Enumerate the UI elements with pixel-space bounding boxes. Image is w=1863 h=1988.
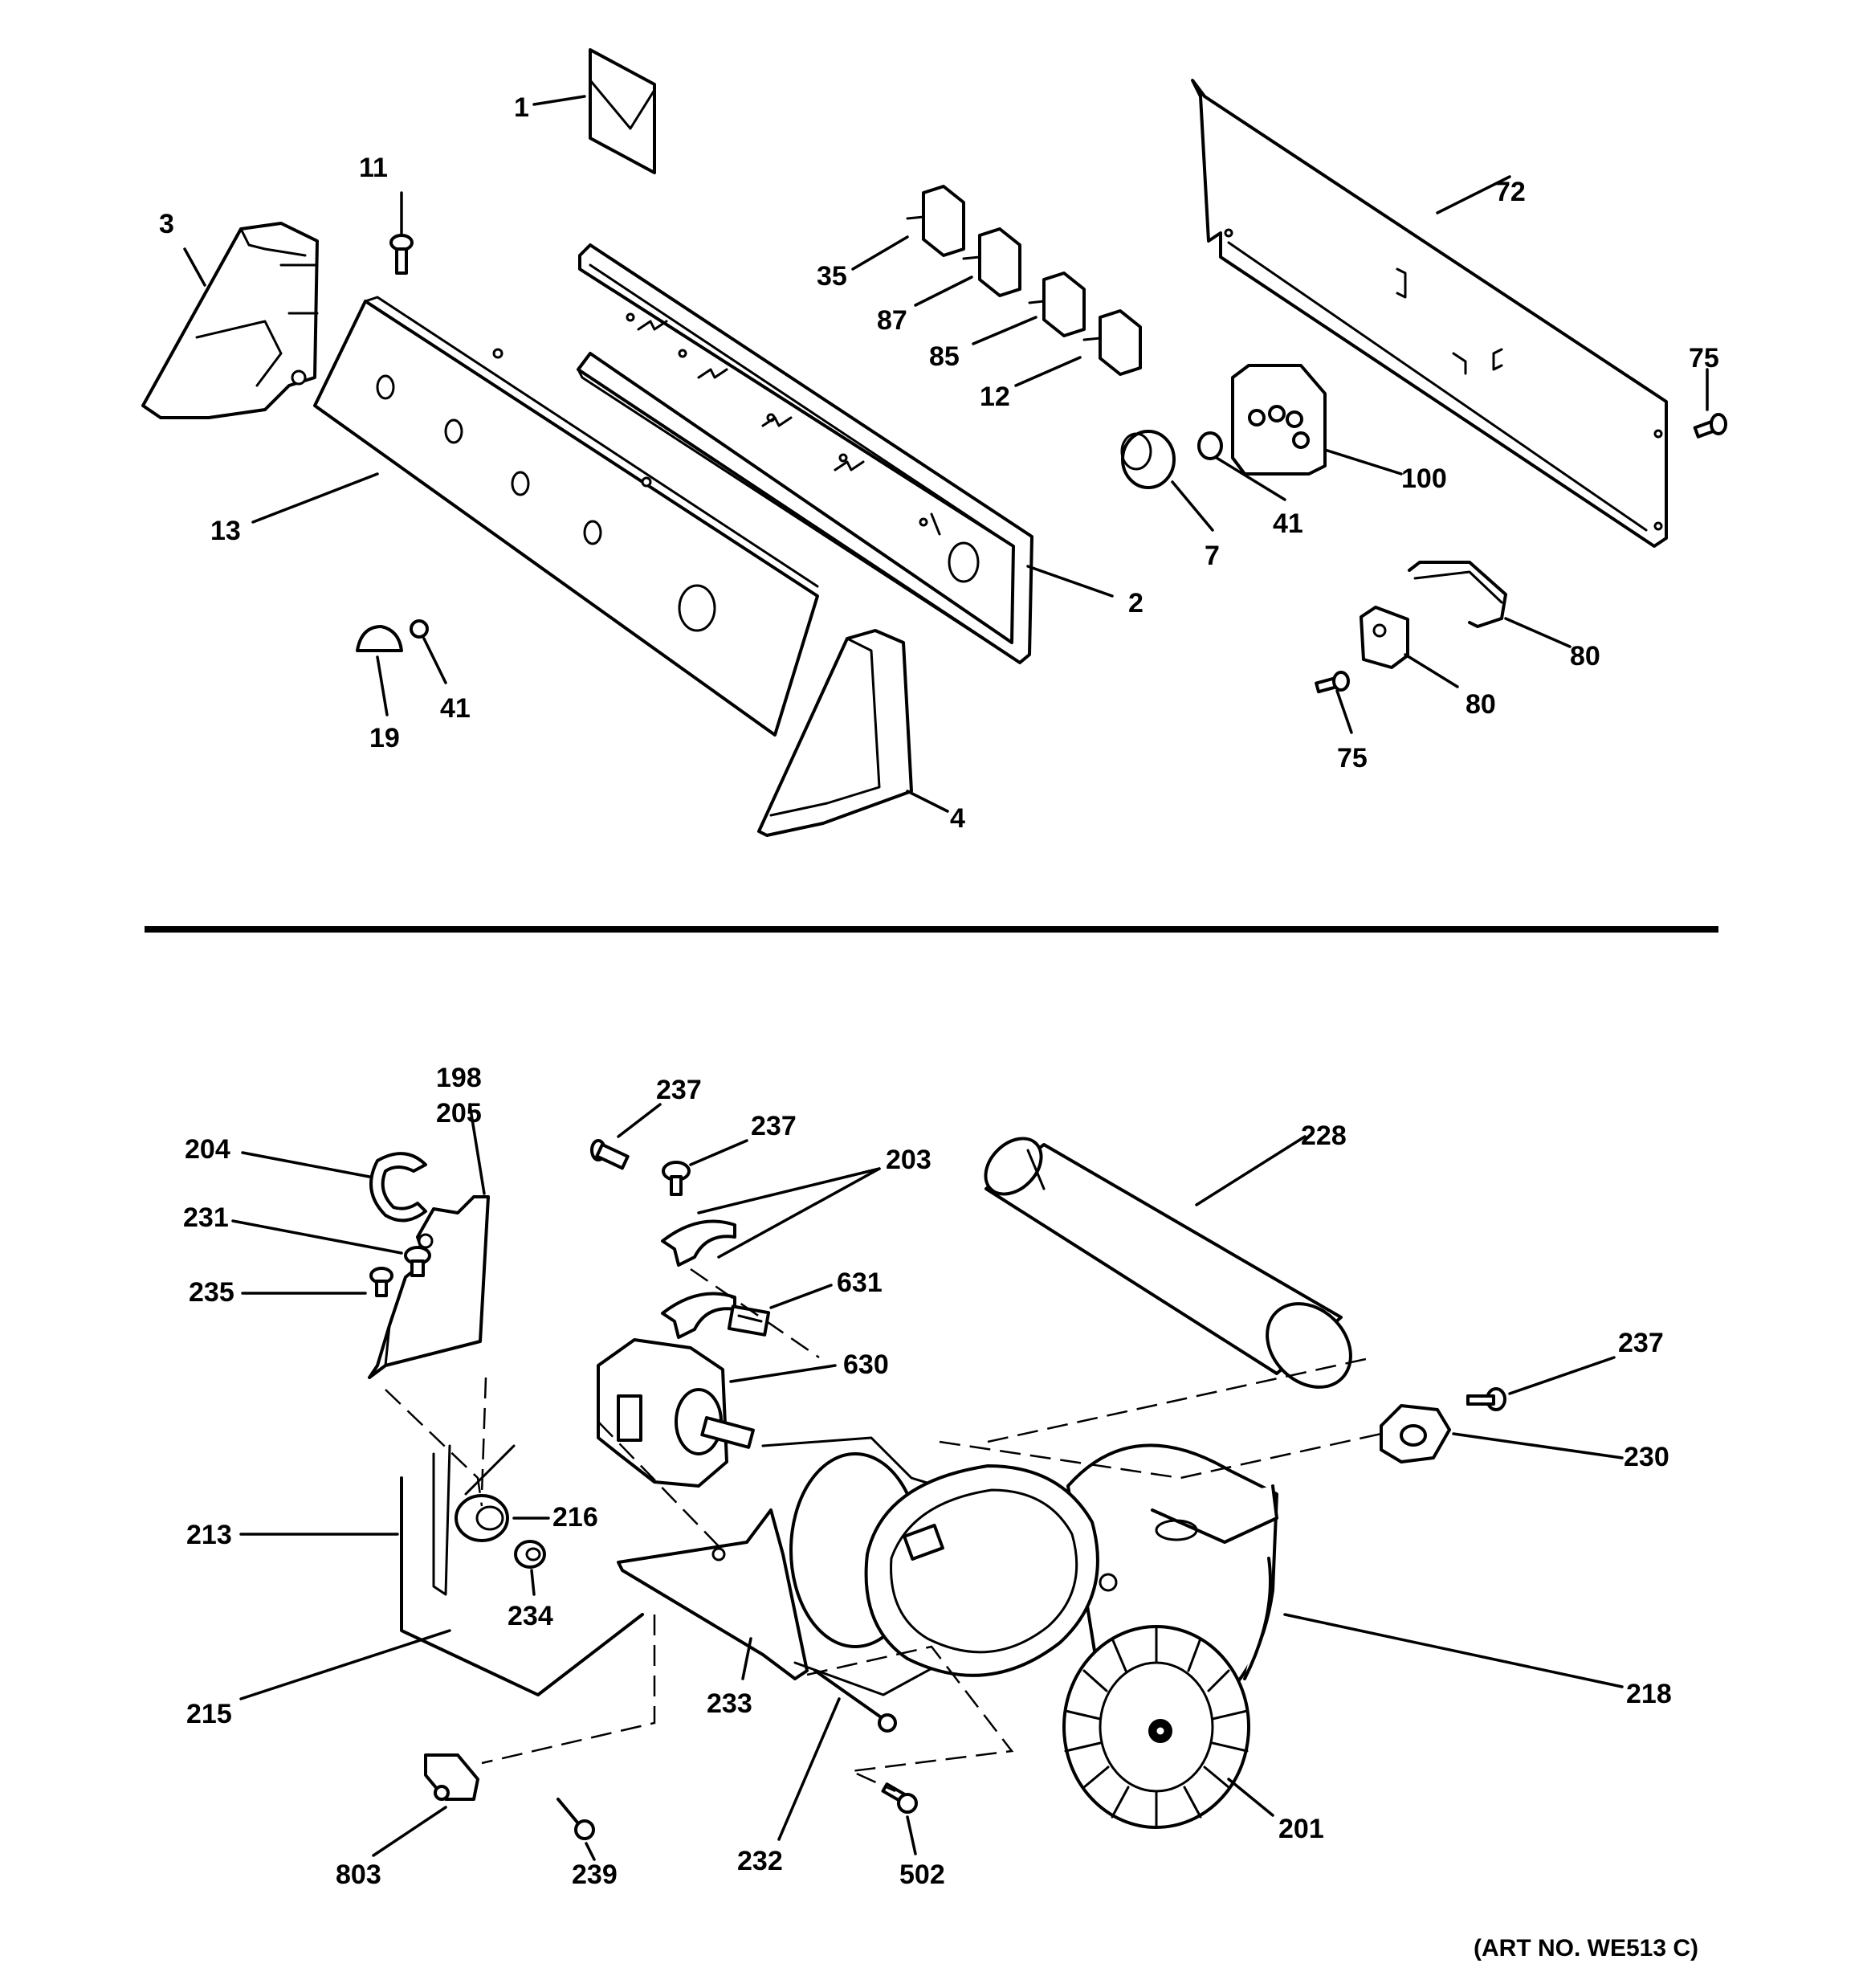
part-237-screw-b bbox=[662, 1161, 691, 1196]
label-7: 7 bbox=[1205, 541, 1220, 571]
part-75-screw-right bbox=[1693, 413, 1727, 439]
part-218-front-ring bbox=[864, 1464, 1118, 1677]
part-41-clip-right bbox=[1197, 431, 1223, 460]
part-213-idler-arm bbox=[400, 1444, 644, 1696]
label-100: 100 bbox=[1401, 463, 1447, 494]
label-235: 235 bbox=[189, 1277, 234, 1308]
part-198-205-bracket bbox=[368, 1195, 490, 1379]
upper-labels: 1 11 3 35 87 85 12 72 75 100 41 7 13 2 8… bbox=[159, 92, 1719, 834]
part-231-screw bbox=[404, 1246, 431, 1277]
label-80-bracket: 80 bbox=[1466, 689, 1496, 720]
label-80-harness: 80 bbox=[1570, 641, 1600, 672]
part-41-clip-left bbox=[410, 619, 429, 639]
part-216-pulley bbox=[455, 1494, 509, 1542]
label-232: 232 bbox=[737, 1846, 783, 1876]
label-228: 228 bbox=[1301, 1121, 1347, 1151]
label-1: 1 bbox=[514, 92, 529, 123]
part-237-screw-c bbox=[1466, 1387, 1506, 1411]
part-11-screw bbox=[389, 234, 414, 275]
label-230: 230 bbox=[1624, 1442, 1669, 1472]
part-201-blower-wheel bbox=[1062, 1625, 1250, 1829]
label-213: 213 bbox=[186, 1520, 232, 1550]
part-13-control-panel bbox=[313, 296, 819, 737]
label-2: 2 bbox=[1128, 588, 1143, 618]
part-228-duct bbox=[984, 1137, 1352, 1389]
art-number: (ART NO. WE513 C) bbox=[1474, 1935, 1698, 1961]
label-216: 216 bbox=[552, 1502, 598, 1533]
label-198: 198 bbox=[436, 1063, 482, 1093]
part-3-end-cap bbox=[141, 222, 319, 419]
label-85: 85 bbox=[929, 341, 960, 372]
label-237-b: 237 bbox=[751, 1111, 797, 1141]
label-502: 502 bbox=[899, 1859, 945, 1890]
label-75-lower: 75 bbox=[1337, 743, 1368, 774]
label-35: 35 bbox=[817, 261, 847, 292]
label-233: 233 bbox=[707, 1688, 752, 1719]
label-237-a: 237 bbox=[656, 1075, 702, 1105]
label-205: 205 bbox=[436, 1098, 482, 1129]
label-87: 87 bbox=[877, 305, 907, 336]
label-234: 234 bbox=[508, 1601, 553, 1631]
part-203-clamp-lower bbox=[661, 1292, 736, 1339]
label-3: 3 bbox=[159, 209, 174, 239]
label-631: 631 bbox=[837, 1268, 883, 1298]
part-7-knob bbox=[1120, 430, 1176, 489]
part-230-thermostat bbox=[1380, 1404, 1451, 1463]
label-13: 13 bbox=[210, 516, 241, 546]
upper-leader-lines bbox=[183, 95, 1709, 813]
part-803-switch bbox=[424, 1753, 479, 1801]
part-19-knob bbox=[356, 625, 403, 652]
lower-labels: 198 205 204 231 235 237 237 203 228 631 … bbox=[183, 1063, 1672, 1890]
label-630: 630 bbox=[843, 1349, 889, 1380]
part-232-rod bbox=[813, 1669, 897, 1733]
label-72: 72 bbox=[1495, 177, 1526, 207]
part-630-motor bbox=[597, 1338, 755, 1488]
part-35-switch bbox=[906, 185, 965, 257]
label-75-right: 75 bbox=[1689, 343, 1719, 374]
label-41-left: 41 bbox=[440, 693, 471, 724]
part-87-switch bbox=[962, 227, 1021, 297]
part-80-bracket bbox=[1360, 606, 1409, 669]
label-803: 803 bbox=[336, 1859, 381, 1890]
label-12: 12 bbox=[980, 382, 1010, 412]
part-72-rear-panel bbox=[1191, 79, 1668, 548]
part-203-clamp-upper bbox=[661, 1219, 736, 1267]
section-divider bbox=[145, 926, 1718, 933]
label-231: 231 bbox=[183, 1202, 229, 1233]
label-201: 201 bbox=[1278, 1814, 1324, 1844]
part-75-screw-lower bbox=[1315, 671, 1350, 694]
label-218: 218 bbox=[1626, 1679, 1672, 1709]
part-502-screw bbox=[881, 1782, 918, 1814]
label-239: 239 bbox=[572, 1859, 618, 1890]
label-4: 4 bbox=[950, 803, 965, 834]
label-11: 11 bbox=[359, 153, 388, 183]
part-2-frame bbox=[577, 243, 1033, 664]
part-85-switch bbox=[1028, 271, 1086, 337]
part-100-timer bbox=[1231, 364, 1327, 476]
part-631-connector bbox=[727, 1304, 771, 1337]
label-204: 204 bbox=[185, 1134, 230, 1165]
label-203: 203 bbox=[886, 1145, 932, 1175]
label-41-right: 41 bbox=[1273, 508, 1303, 539]
part-234-nut bbox=[514, 1540, 546, 1569]
label-19: 19 bbox=[369, 723, 400, 753]
part-239-screw bbox=[556, 1798, 595, 1840]
part-237-screw-a bbox=[590, 1139, 630, 1170]
part-1-envelope bbox=[589, 48, 656, 174]
alignment-lines bbox=[385, 1268, 1382, 1793]
lower-leader-lines bbox=[231, 1103, 1624, 1861]
part-4-end-cap bbox=[757, 629, 913, 837]
part-204-clamp bbox=[369, 1152, 427, 1223]
label-237-c: 237 bbox=[1618, 1328, 1664, 1358]
part-80-harness bbox=[1408, 561, 1507, 628]
part-235-screw bbox=[369, 1267, 393, 1297]
label-215: 215 bbox=[186, 1699, 232, 1729]
part-12-switch bbox=[1082, 309, 1142, 376]
